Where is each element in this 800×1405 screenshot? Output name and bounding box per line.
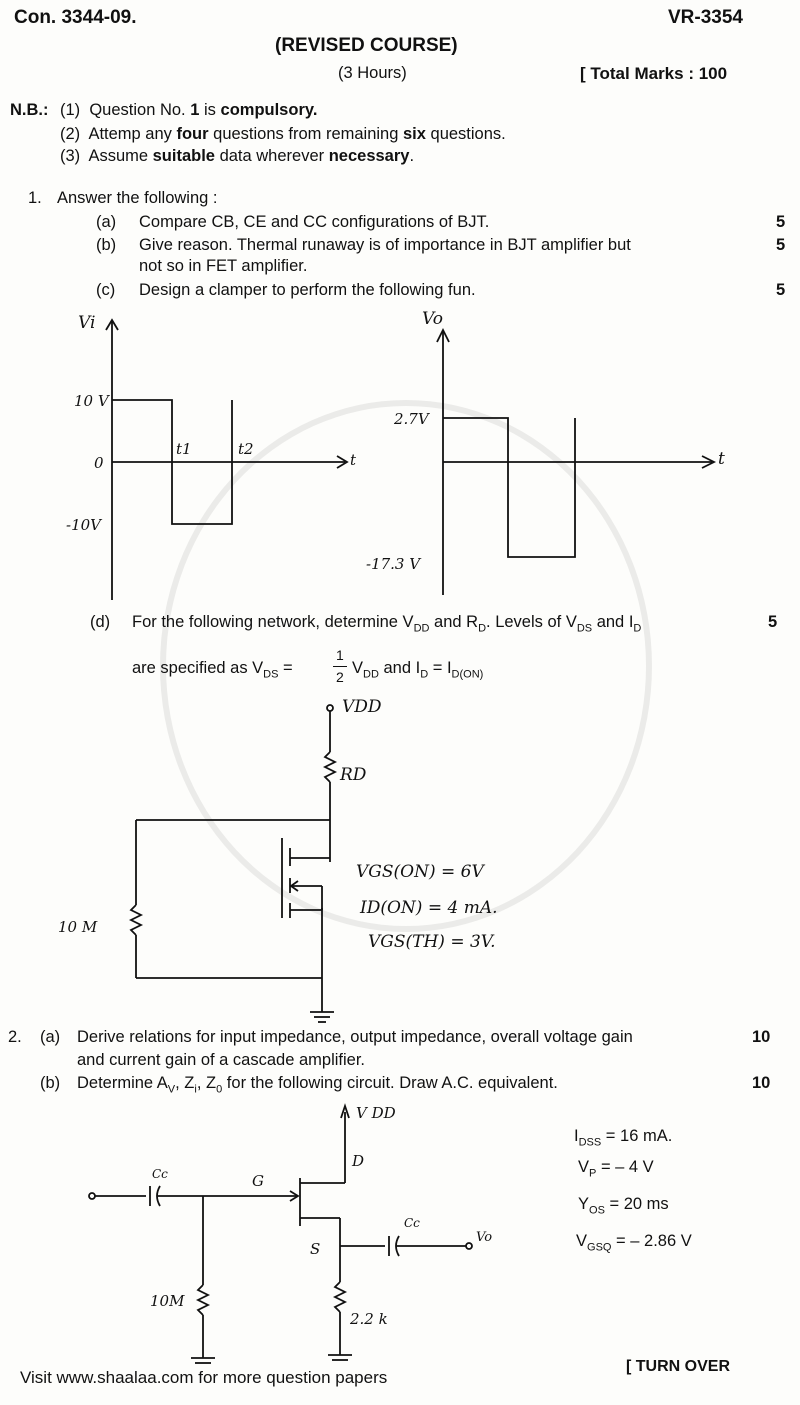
vo-neg-label: -17.3 V xyxy=(366,555,421,573)
param-vp: VP = – 4 V xyxy=(578,1158,654,1180)
q2a-line2: and current gain of a cascade amplifier. xyxy=(77,1051,366,1069)
q1d-line2: are specified as VDS = xyxy=(132,659,293,681)
vo-label: Vo xyxy=(422,309,443,329)
footer-turn-over: [ TURN OVER xyxy=(626,1358,730,1375)
q1-number: 1. xyxy=(28,189,42,207)
q1a-marks: 5 xyxy=(776,213,786,231)
course-title: (REVISED COURSE) xyxy=(275,35,458,56)
q1b-line1: Give reason. Thermal runaway is of impor… xyxy=(139,236,631,254)
duration: (3 Hours) xyxy=(338,64,407,82)
vi-arrowhead xyxy=(105,318,119,331)
q1c-marks: 5 xyxy=(776,281,786,299)
q2-rg-label: 10M xyxy=(150,1292,185,1310)
q2-d-label: D xyxy=(352,1152,365,1170)
paper-code: Con. 3344-09. xyxy=(14,7,137,28)
r10m-resistor xyxy=(128,904,144,936)
q2-rs-label: 2.2 k xyxy=(350,1310,388,1328)
frac-den: 2 xyxy=(336,669,344,685)
vi-t-label: t xyxy=(350,451,357,469)
vdd-terminal xyxy=(326,704,334,712)
q2-cc-out-label: Cc xyxy=(404,1216,420,1230)
nb-label: N.B.: xyxy=(10,101,49,119)
rs-resistor xyxy=(332,1281,348,1313)
q2-s-label: S xyxy=(310,1240,321,1258)
watermark-circle xyxy=(160,400,652,932)
q1b-marks: 5 xyxy=(776,236,786,254)
rd-resistor xyxy=(322,751,338,783)
q1d-marks: 5 xyxy=(768,613,778,631)
note-id-on: ID(ON) = 4 mA. xyxy=(360,898,498,918)
t2-label: t2 xyxy=(238,440,254,458)
q2-vo-label: Vo xyxy=(476,1230,493,1245)
param-idss: IDSS = 16 mA. xyxy=(574,1127,673,1149)
q2b-text: Determine AV, Zi, Z0 for the following c… xyxy=(77,1074,558,1096)
vi-square-wave xyxy=(112,399,233,525)
note-vgs-on: VGS(ON) = 6V xyxy=(356,862,484,882)
vi-pos-label: 10 V xyxy=(74,392,109,410)
vo-pos-label: 2.7V xyxy=(394,410,429,428)
param-vgsq: VGSQ = – 2.86 V xyxy=(576,1232,692,1254)
q2a-label: (a) xyxy=(40,1028,61,1046)
instruction-1: (1) Question No. 1 is compulsory. xyxy=(60,101,318,119)
instruction-3: (3) Assume suitable data wherever necess… xyxy=(60,147,415,165)
input-terminal xyxy=(88,1192,96,1200)
q2a-marks: 10 xyxy=(752,1028,771,1046)
total-marks: [ Total Marks : 100 xyxy=(580,64,728,83)
vi-neg-label: -10V xyxy=(66,516,101,534)
q2b-label: (b) xyxy=(40,1074,61,1092)
frac-num: 1 xyxy=(336,647,344,663)
rd-label: RD xyxy=(340,765,367,785)
q2-cc-in-label: Cc xyxy=(152,1167,168,1181)
vo-t-label: t xyxy=(718,449,725,469)
q2-number: 2. xyxy=(8,1028,22,1046)
q2a-line1: Derive relations for input impedance, ou… xyxy=(77,1028,633,1046)
q1b-line2: not so in FET amplifier. xyxy=(139,257,308,275)
q1b-label: (b) xyxy=(96,236,117,254)
note-vgs-th: VGS(TH) = 3V. xyxy=(368,932,496,952)
q1-title: Answer the following : xyxy=(57,189,218,207)
vi-zero-label: 0 xyxy=(94,454,104,472)
q1d-line1: For the following network, determine VDD… xyxy=(132,613,642,635)
footer-visit: Visit www.shaalaa.com for more question … xyxy=(20,1368,388,1387)
q1d-label: (d) xyxy=(90,613,111,631)
vi-label: Vi xyxy=(78,313,96,333)
q1a-text: Compare CB, CE and CC configurations of … xyxy=(139,213,490,231)
instruction-2: (2) Attemp any four questions from remai… xyxy=(60,125,506,143)
vo-square-wave xyxy=(443,417,576,558)
r10m-label: 10 M xyxy=(58,918,98,936)
paper-id: VR-3354 xyxy=(668,7,743,28)
t1-label: t1 xyxy=(176,440,192,458)
q1a-label: (a) xyxy=(96,213,117,231)
frac-bar xyxy=(333,666,347,667)
q2b-marks: 10 xyxy=(752,1074,771,1092)
q2-vdd-label: V DD xyxy=(356,1104,396,1122)
vo-arrowhead xyxy=(436,327,450,343)
q1d-line2b: VDD and ID = ID(ON) xyxy=(352,659,484,681)
q1c-label: (c) xyxy=(96,281,116,299)
q2-g-label: G xyxy=(252,1172,264,1190)
rg-resistor xyxy=(195,1284,211,1316)
q1c-text: Design a clamper to perform the followin… xyxy=(139,281,476,299)
vdd-label: VDD xyxy=(342,697,382,717)
param-yos: YOS = 20 ms xyxy=(578,1195,669,1217)
